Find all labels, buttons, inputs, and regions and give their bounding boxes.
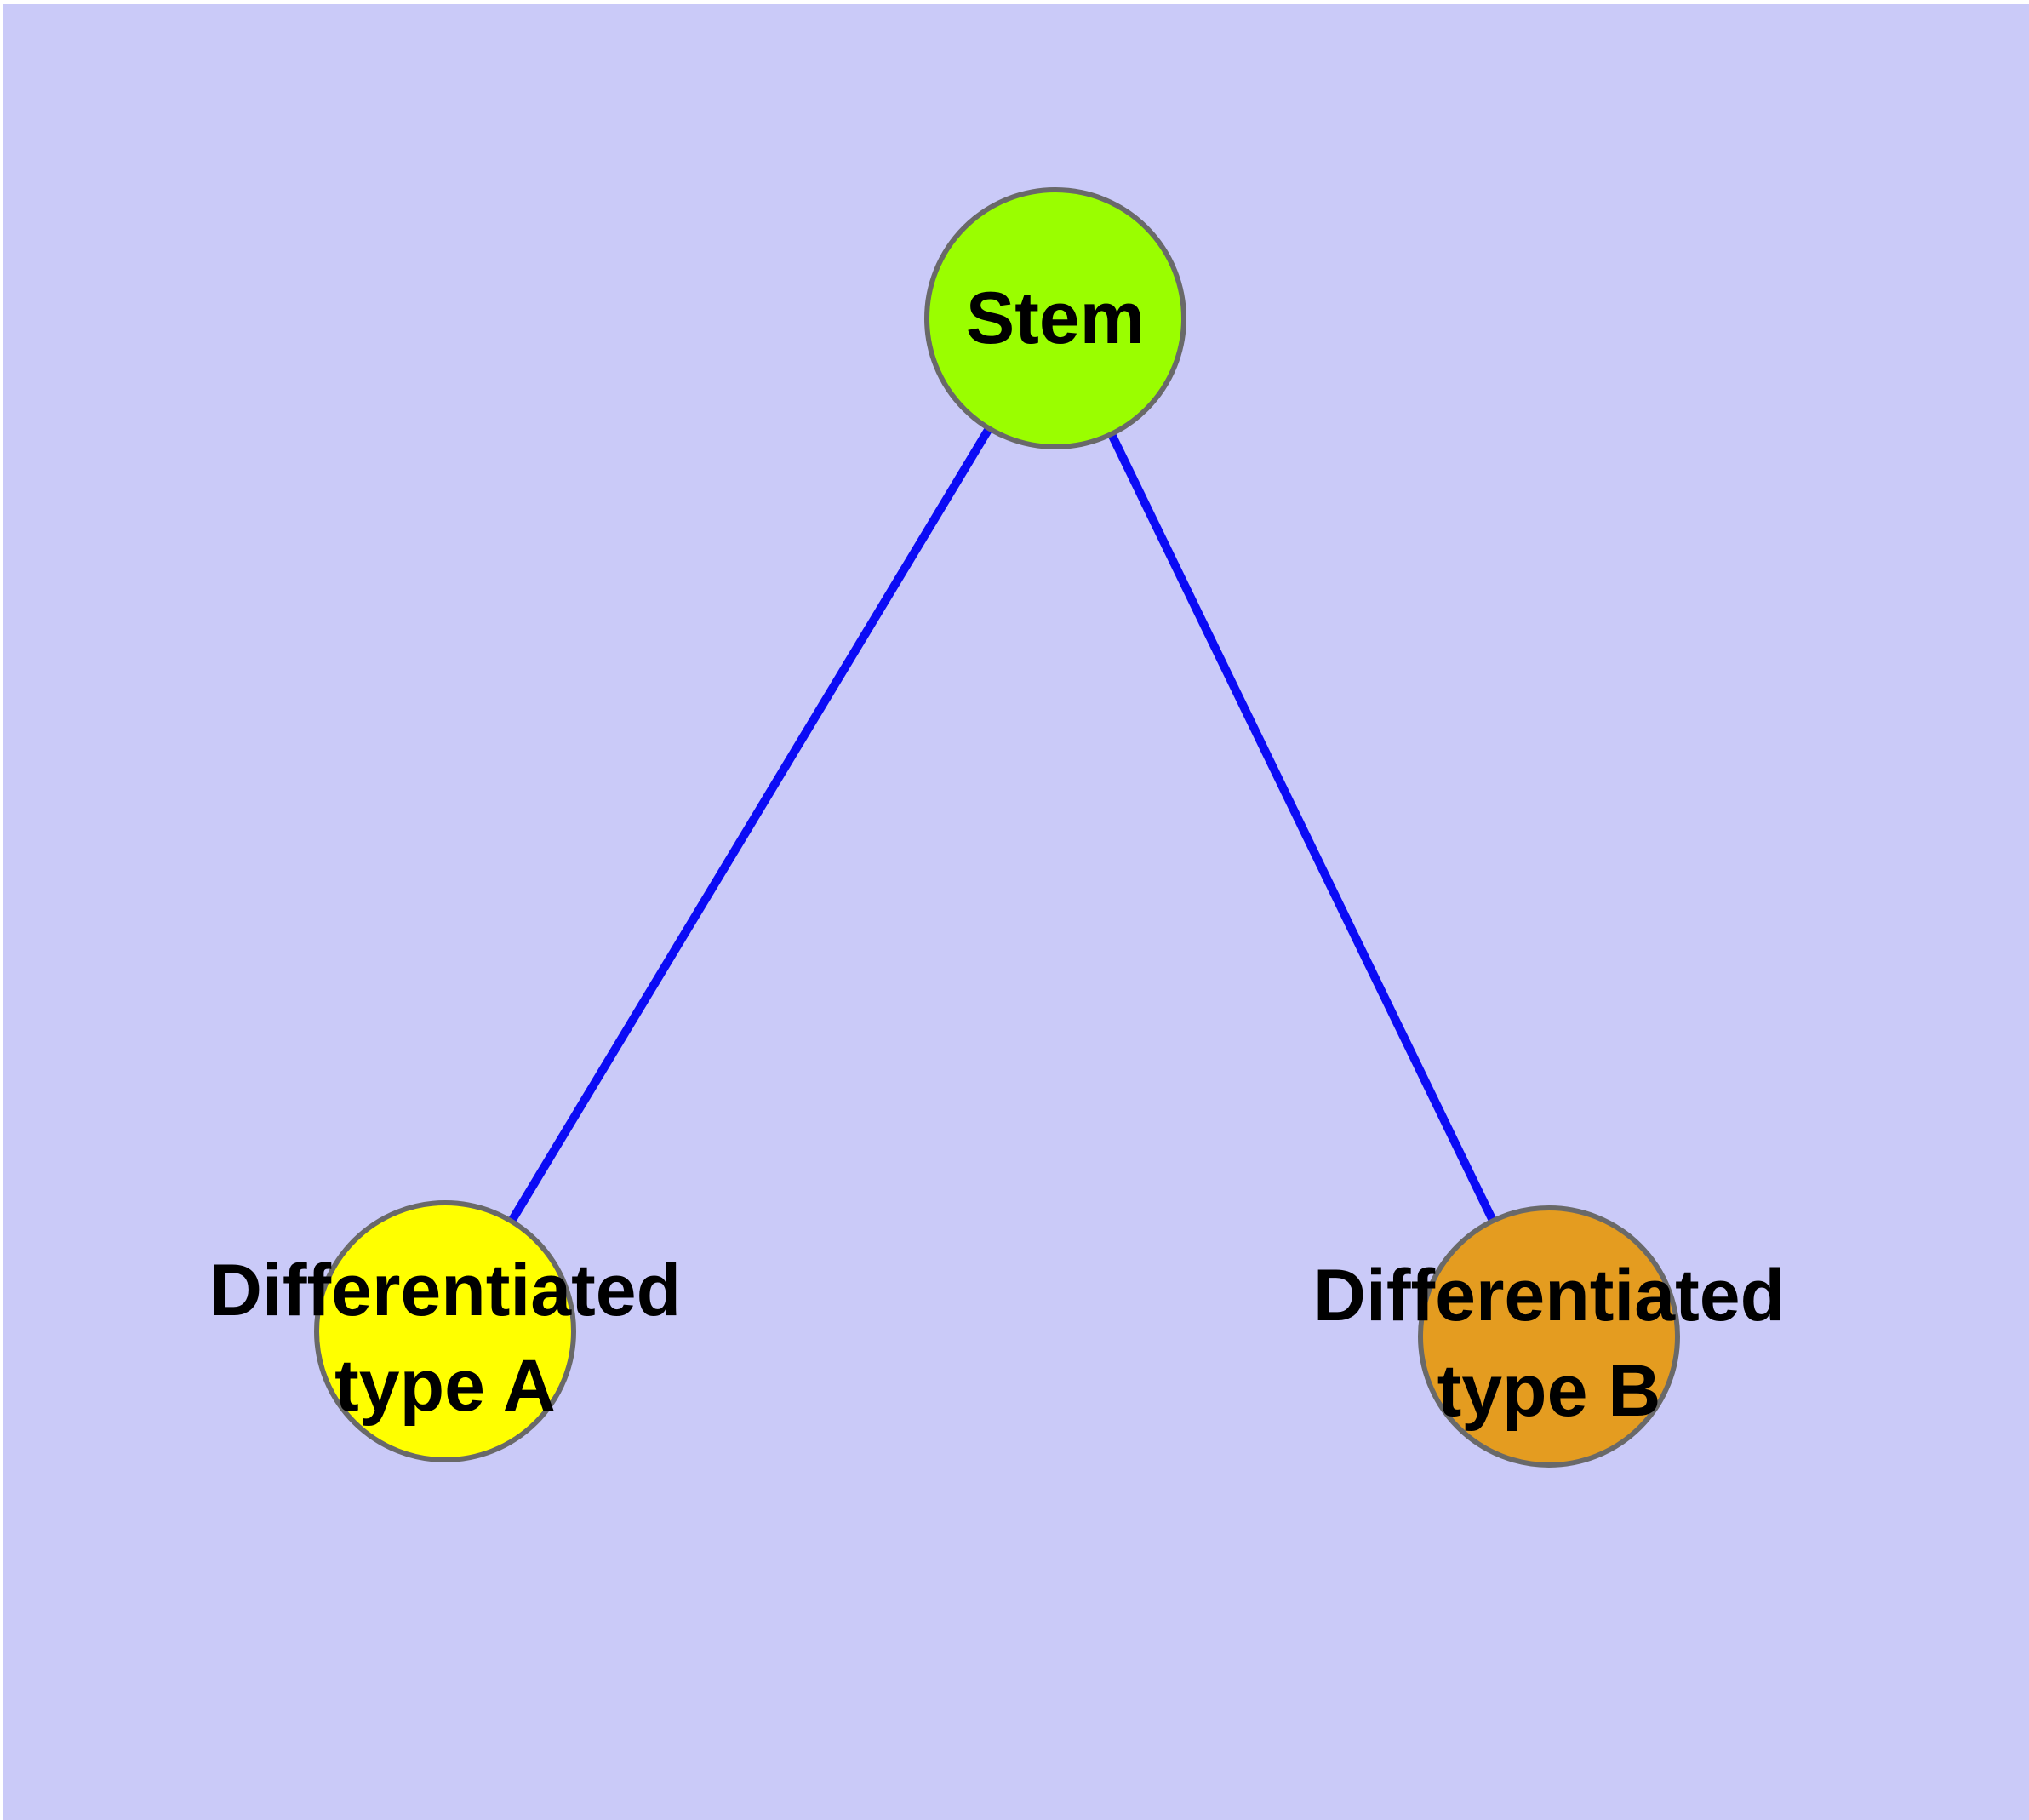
node-type-b-label-line2: type B xyxy=(1437,1350,1661,1432)
edge-stem-to-type-b xyxy=(1051,316,1553,1339)
node-stem-label: Stem xyxy=(966,278,1145,359)
node-stem xyxy=(924,187,1186,449)
node-type-b-label-line1: Differentiated xyxy=(1313,1255,1785,1336)
node-type-a-label-line1: Differentiated xyxy=(209,1250,681,1331)
node-differentiated-type-a xyxy=(314,1200,576,1462)
node-differentiated-type-b xyxy=(1418,1205,1680,1468)
node-type-a-label-line2: type A xyxy=(334,1345,556,1427)
edge-stem-to-type-a xyxy=(441,316,1060,1334)
